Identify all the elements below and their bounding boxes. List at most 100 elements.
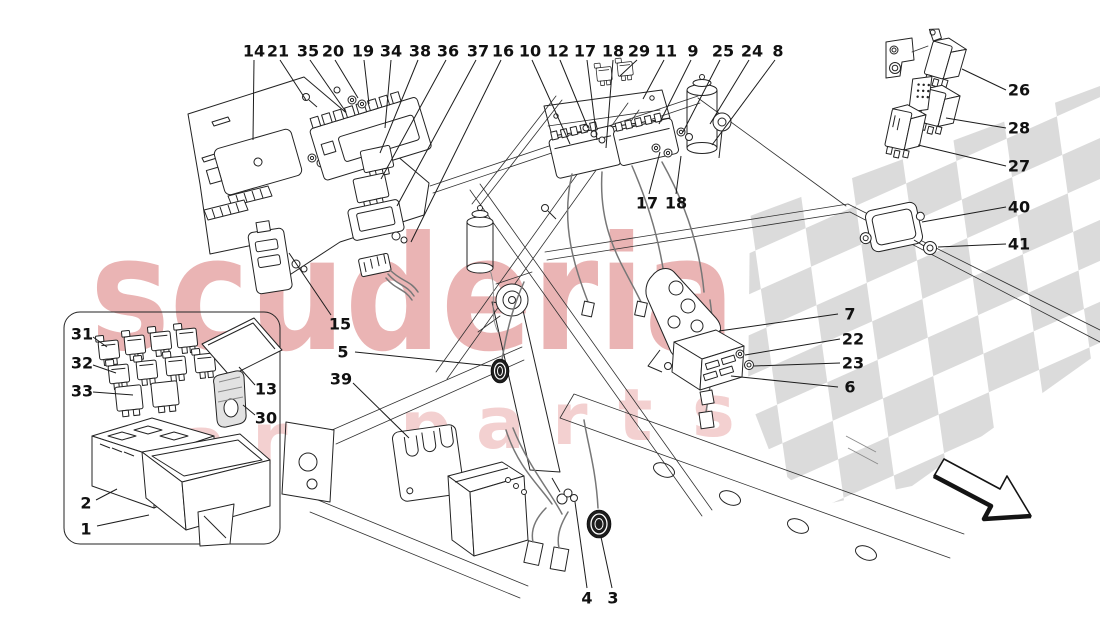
callout-leader-5 [354, 351, 492, 367]
callout-1: 1 [80, 520, 91, 539]
callout-32: 32 [71, 354, 93, 373]
callout-leader-24 [709, 59, 750, 125]
callout-25: 25 [712, 42, 734, 61]
watermark-letter: a [476, 381, 525, 465]
bracket-39 [391, 424, 465, 502]
callout-3: 3 [607, 589, 618, 608]
callout-leader-12 [559, 59, 589, 129]
relays-29 [593, 56, 635, 87]
washer-ecu15b [300, 265, 308, 273]
watermark-letter: r [552, 377, 588, 461]
ecu-6 [664, 329, 745, 406]
callout-23: 23 [842, 354, 864, 373]
callout-15: 15 [329, 315, 351, 334]
callout-leader-14 [252, 59, 255, 141]
ecu-15 [247, 220, 293, 295]
callout-leader-36 [380, 59, 447, 180]
callout-leader-17 [648, 151, 661, 195]
reservoir-pump [466, 204, 557, 333]
watermark-letter: t [618, 373, 652, 457]
washer-ecu37 [391, 231, 401, 241]
angle-bracket [885, 37, 929, 79]
callout-38: 38 [409, 42, 431, 61]
callout-37: 37 [467, 42, 489, 61]
callout-14: 14 [243, 42, 265, 61]
grommet-3 [586, 509, 612, 539]
callout-leader-3 [600, 536, 613, 589]
callout-leader-22 [744, 338, 841, 356]
callout-13: 13 [255, 380, 277, 399]
callout-leader-25 [682, 59, 721, 133]
callout-leader-32 [92, 364, 117, 374]
grommet-30 [213, 370, 247, 428]
callout-leader-18 [675, 155, 682, 195]
callout-31: 31 [71, 325, 93, 344]
nut-23 [744, 360, 754, 370]
callout-leader-7 [718, 313, 839, 332]
washer-22 [735, 349, 745, 359]
callout-30: 30 [255, 409, 277, 428]
callout-leader-23 [753, 362, 841, 367]
callout-24: 24 [741, 42, 763, 61]
callout-leader-4 [574, 501, 588, 589]
bracket-screws [582, 124, 673, 158]
callout-leader-6 [730, 375, 839, 388]
bottom-ecu [447, 461, 529, 557]
relay-38 [359, 144, 395, 179]
cover-tray-1 [141, 433, 271, 547]
callout-leader-37 [396, 59, 477, 207]
callout-leader-10 [531, 59, 571, 145]
callout-17: 17 [574, 42, 596, 61]
callout-leader-38 [379, 59, 419, 154]
washer-ecu37b [400, 236, 408, 244]
callout-leader-20 [334, 59, 359, 99]
callout-leader-1 [96, 514, 150, 527]
callout-16: 16 [492, 42, 514, 61]
callout-7: 7 [844, 305, 855, 324]
bolt-41 [913, 239, 937, 255]
inset-relays-31-32-33 [94, 321, 217, 418]
callout-6: 6 [844, 378, 855, 397]
callout-leader-27 [917, 144, 1007, 167]
callout-20: 20 [322, 42, 344, 61]
callout-36: 36 [437, 42, 459, 61]
callout-21: 21 [267, 42, 289, 61]
callout-leader-17 [586, 59, 598, 141]
callout-leader-11 [642, 59, 665, 100]
callout-leader-21 [279, 59, 307, 101]
solenoid-24 [712, 112, 732, 159]
callout-18: 18 [602, 42, 624, 61]
callout-41: 41 [1008, 235, 1030, 254]
callout-5: 5 [337, 343, 348, 362]
callout-34: 34 [380, 42, 402, 61]
callout-2: 2 [80, 494, 91, 513]
callout-8: 8 [772, 42, 783, 61]
callout-35: 35 [297, 42, 319, 61]
callout-leader-16 [410, 59, 502, 243]
rings-4 [551, 477, 578, 505]
callout-22: 22 [842, 330, 864, 349]
callout-27: 27 [1008, 157, 1030, 176]
callout-17: 17 [636, 194, 658, 213]
callout-26: 26 [1008, 81, 1030, 100]
callout-leader-8 [711, 59, 776, 146]
ecu-14 [205, 128, 303, 196]
callout-leader-33 [92, 391, 134, 396]
callout-leader-40 [921, 206, 1007, 223]
relay-26 [923, 28, 967, 88]
callout-leader-28 [945, 117, 1007, 129]
callout-leader-35 [309, 59, 347, 113]
callout-leader-15 [288, 252, 332, 316]
wiring-harness [501, 161, 715, 572]
callout-4: 4 [581, 589, 592, 608]
washers-25 [676, 127, 693, 141]
callout-leader-39 [352, 382, 410, 439]
callout-leader-30 [242, 404, 256, 416]
relay-27 [884, 104, 927, 159]
callout-leader-29 [619, 59, 638, 77]
callout-leader-41 [937, 243, 1007, 248]
cover-13 [201, 317, 283, 377]
callout-leader-2 [95, 488, 118, 501]
